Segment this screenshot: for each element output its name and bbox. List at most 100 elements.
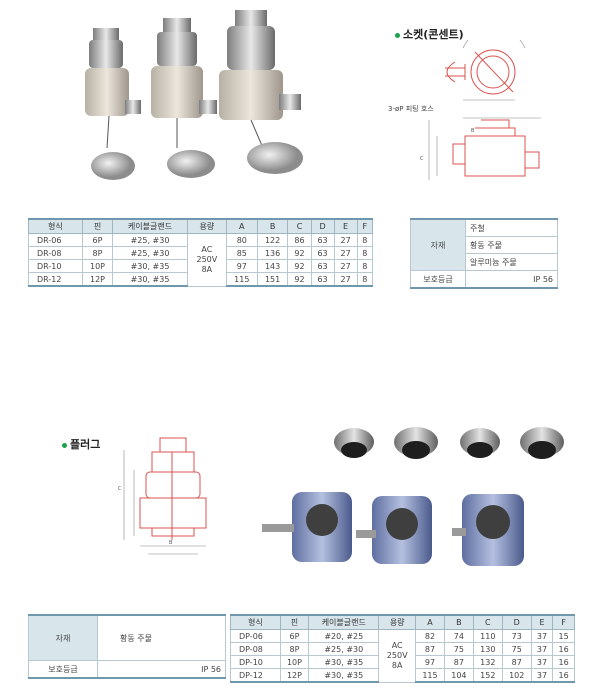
dp-cell: 87: [501, 655, 532, 669]
table-row: DR-10 10P #30, #35 97 143 92 63 27 8: [28, 259, 374, 273]
dp-cell: 37: [530, 668, 554, 683]
dr-cell: DR-10: [28, 259, 83, 273]
dp-cell: 37: [530, 655, 554, 669]
dr-cell: 8: [356, 233, 374, 247]
table-row: DR-06 6P #25, #30 AC 250V 8A 80 122 86 6…: [28, 233, 374, 287]
dp-cell: 6P: [279, 629, 310, 643]
dp-cell: 75: [443, 642, 474, 656]
socket-heading: 소켓(콘센트): [395, 26, 464, 42]
bullet-icon: [395, 32, 400, 38]
dp-cell: 73: [501, 629, 532, 643]
dp-rating-line: 250V: [386, 650, 408, 660]
socket-material-table: 자재 주철 황동 주물 알루미늄 주물 보호등급 IP 56: [410, 218, 558, 289]
dp-cell: DP-08: [230, 642, 281, 656]
dp-cell: 87: [443, 655, 474, 669]
dr-cell: 92: [287, 246, 312, 260]
plug-heading: 플러그: [62, 436, 100, 452]
dp-th-rating: 용량: [378, 614, 417, 630]
dp-th-c: C: [472, 614, 503, 630]
dr-cell: 86: [287, 233, 312, 247]
dr-cell: #30, #35: [112, 259, 188, 273]
dr-cell: 8: [356, 246, 374, 260]
dr-cell: #25, #30: [112, 233, 188, 247]
table-row: DP-06 6P #20, #25 AC 250V 8A 82 74 110 7…: [230, 629, 575, 683]
dr-cell: 115: [225, 272, 258, 287]
dr-spec-table: 형식 핀 케이블글랜드 용량 A B C D E F DR-06 6P #25,…: [28, 218, 374, 287]
dr-cell: 27: [333, 246, 358, 260]
svg-text:B: B: [471, 128, 475, 134]
plug-heading-text: 플러그: [70, 438, 101, 451]
plug-material-table: 자재 황동 주물 보호등급 IP 56: [28, 614, 226, 679]
plug-material-value: 황동 주물: [97, 614, 226, 661]
dr-cell: 97: [225, 259, 258, 273]
plug-protection-value: IP 56: [97, 660, 226, 679]
dr-cell: DR-06: [28, 233, 83, 247]
dp-cell: 82: [415, 629, 445, 643]
dr-th-model: 형식: [28, 218, 83, 234]
dr-cell: #30, #35: [112, 272, 188, 287]
dr-cell: 27: [333, 272, 358, 287]
table-row: DR-08 8P #25, #30 85 136 92 63 27 8: [28, 246, 374, 260]
table-row: DP-10 10P #30, #35 97 87 132 87 37 16: [230, 655, 575, 669]
dp-cell: DP-10: [230, 655, 281, 669]
svg-text:B: B: [169, 540, 173, 546]
dp-cell: 152: [472, 668, 503, 683]
socket-product-photo: [85, 10, 303, 180]
dp-th-a: A: [415, 614, 445, 630]
dp-cell: 37: [530, 629, 554, 643]
plug-material-label: 자재: [28, 614, 98, 661]
plug-dimension-drawing: C B: [118, 437, 207, 555]
dr-cell: 92: [287, 272, 312, 287]
dp-spec-table: 형식 핀 케이블글랜드 용량 A B C D E F DP-06 6P #20,…: [230, 614, 575, 683]
dr-cell: 12P: [81, 272, 114, 287]
dr-cell: 151: [256, 272, 289, 287]
dr-rating-cell: AC 250V 8A: [186, 233, 227, 287]
dr-th-rating: 용량: [186, 218, 227, 234]
dp-cell: #20, #25: [308, 629, 380, 643]
dp-th-e: E: [530, 614, 554, 630]
table-row: DR-12 12P #30, #35 115 151 92 63 27 8: [28, 272, 374, 287]
bullet-icon: [62, 442, 67, 448]
dp-cell: 16: [552, 668, 575, 683]
dp-cell: 110: [472, 629, 503, 643]
dp-cell: 8P: [279, 642, 310, 656]
dp-cell: 75: [501, 642, 532, 656]
dp-cell: 16: [552, 655, 575, 669]
dr-th-e: E: [333, 218, 358, 234]
dp-cell: 87: [415, 642, 445, 656]
dr-cell: 8P: [81, 246, 114, 260]
dp-cell: DP-06: [230, 629, 281, 643]
dr-cell: 63: [310, 272, 335, 287]
socket-protection-value: IP 56: [465, 270, 558, 289]
dp-rating-line: 8A: [391, 660, 403, 670]
dp-cell: 12P: [279, 668, 310, 683]
dp-cell: #30, #35: [308, 655, 380, 669]
dp-rating-cell: AC 250V 8A: [378, 629, 417, 683]
dp-cell: 104: [443, 668, 474, 683]
dr-cell: 63: [310, 246, 335, 260]
dr-cell: DR-12: [28, 272, 83, 287]
dp-th-b: B: [443, 614, 474, 630]
dp-cell: 132: [472, 655, 503, 669]
socket-material-value: 알루미늄 주물: [465, 253, 558, 271]
dr-cell: 136: [256, 246, 289, 260]
svg-text:C: C: [118, 486, 122, 492]
socket-drawing-label: 3-øP 피팅 호스: [388, 105, 434, 113]
dp-cell: 16: [552, 642, 575, 656]
dr-cell: 10P: [81, 259, 114, 273]
socket-protection-label: 보호등급: [410, 270, 466, 289]
dp-th-d: D: [501, 614, 532, 630]
dp-cell: 10P: [279, 655, 310, 669]
dr-cell: 27: [333, 233, 358, 247]
dr-cell: 122: [256, 233, 289, 247]
dp-cell: 102: [501, 668, 532, 683]
svg-text:C: C: [420, 156, 424, 162]
dr-rating-line: AC: [201, 244, 213, 254]
dr-rating-line: 250V: [196, 254, 218, 264]
dr-th-f: F: [356, 218, 374, 234]
table-row: DP-12 12P #30, #35 115 104 152 102 37 16: [230, 668, 575, 683]
dp-th-model: 형식: [230, 614, 281, 630]
dr-th-pin: 핀: [81, 218, 114, 234]
dr-cell: DR-08: [28, 246, 83, 260]
dr-cell: #25, #30: [112, 246, 188, 260]
